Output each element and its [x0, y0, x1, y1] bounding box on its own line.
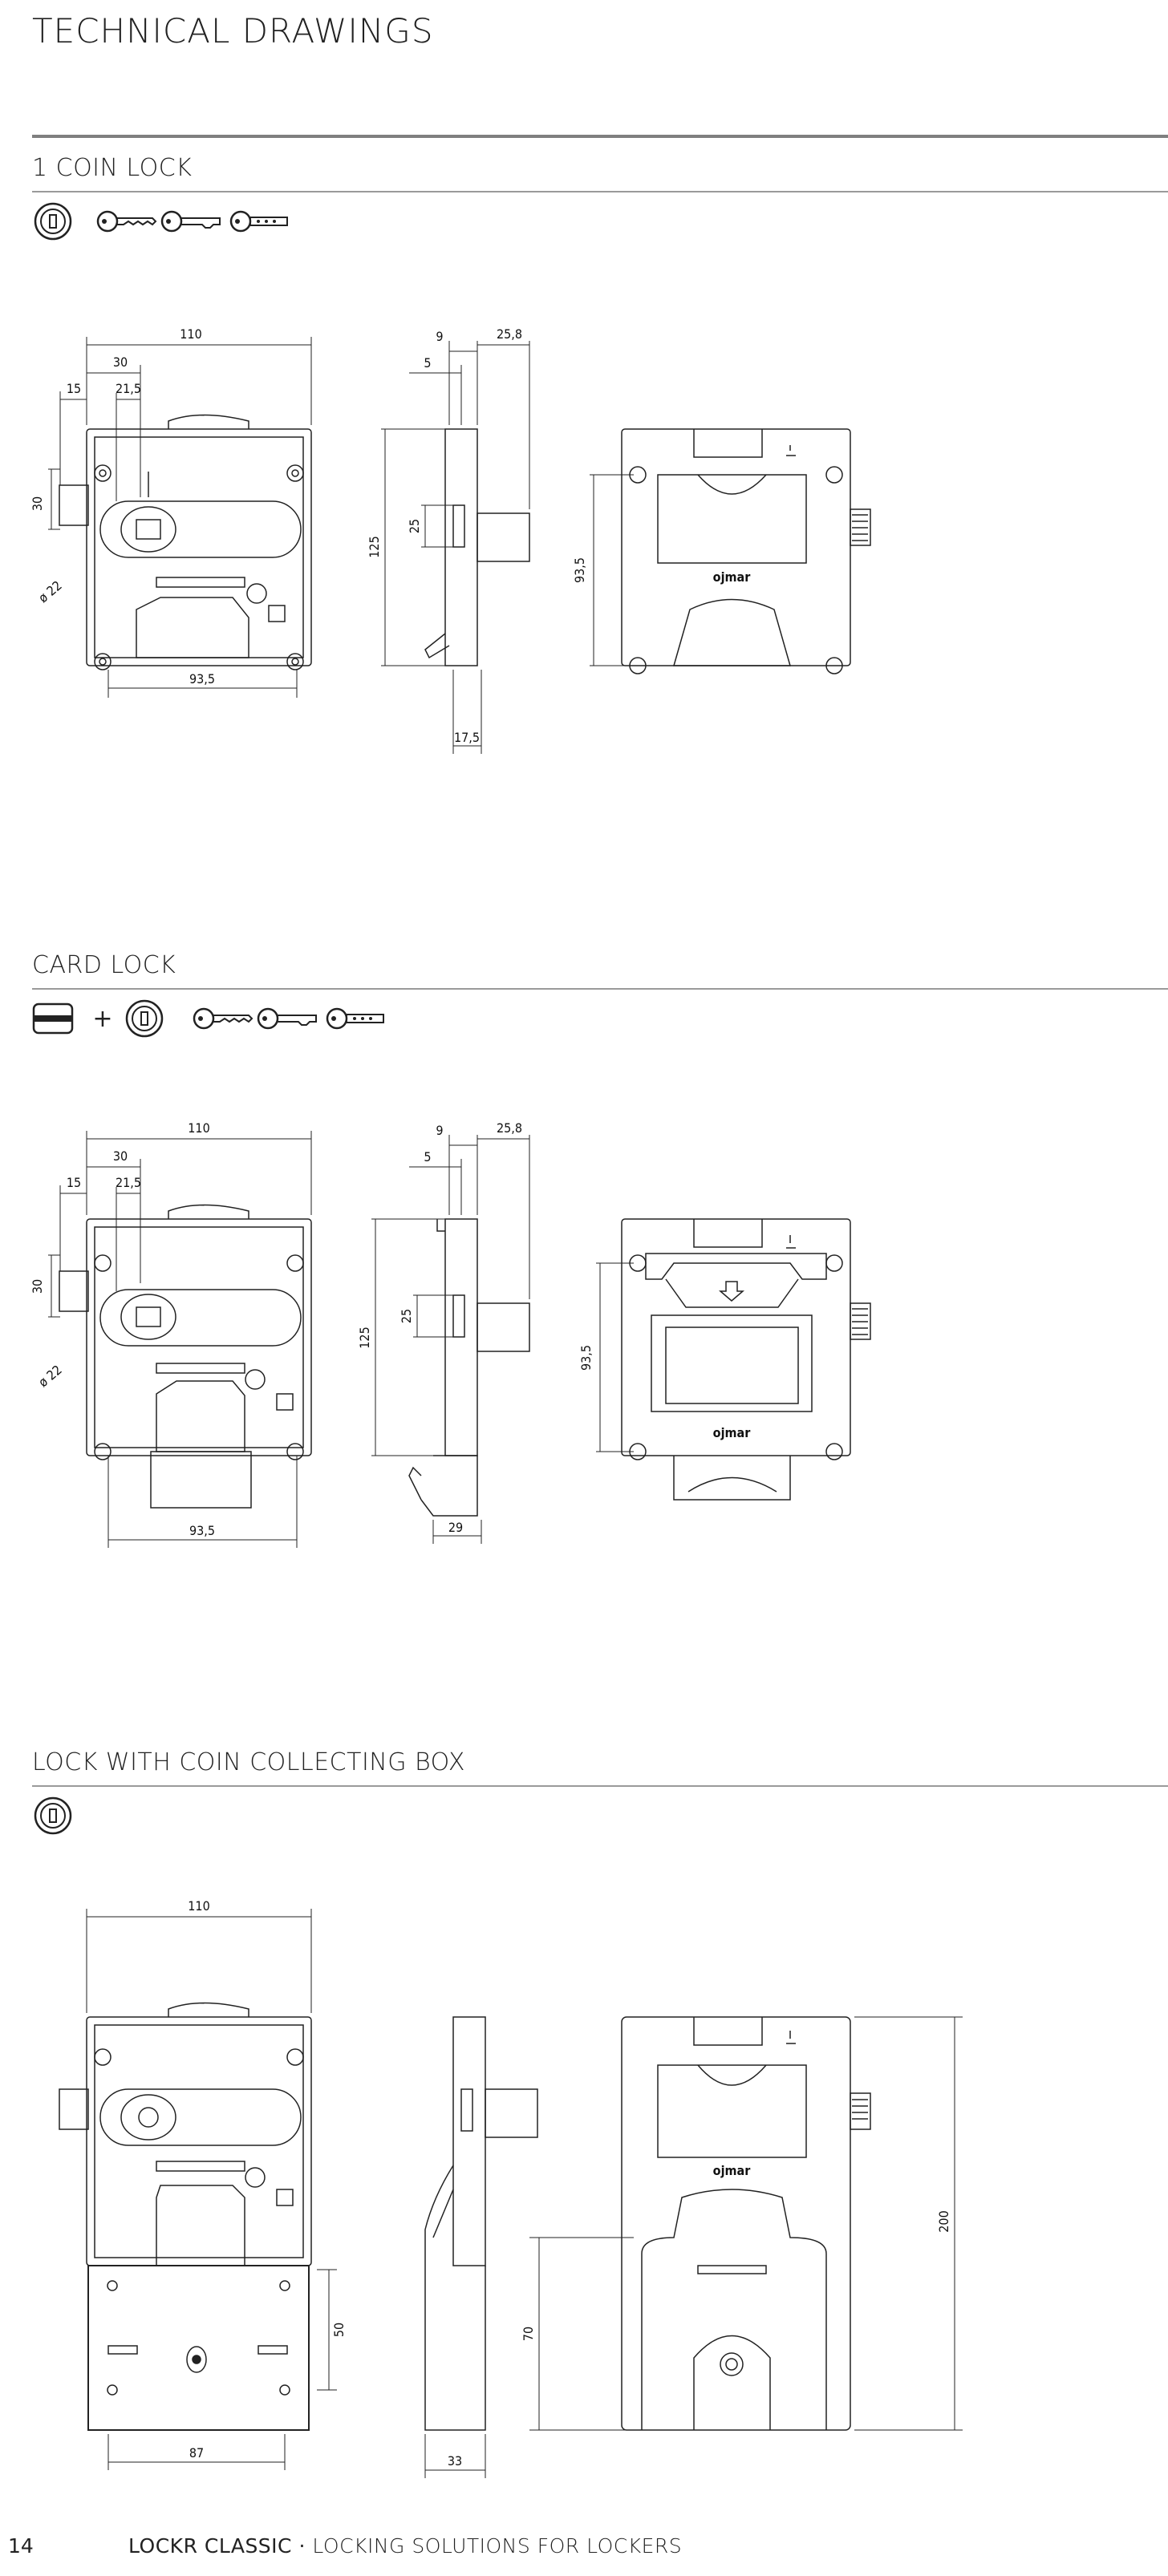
dim-label: 25 — [407, 519, 422, 533]
card-lock-side-view — [408, 1218, 530, 1517]
ojmar-logo: ojmar — [713, 2163, 752, 2178]
master-key-icon — [326, 1007, 384, 1030]
footer-subtitle: LOCKING SOLUTIONS FOR LOCKERS — [312, 2534, 683, 2558]
dim-label: ø 22 — [35, 1362, 64, 1390]
ojmar-logo: ojmar — [713, 1425, 752, 1440]
coin-box-drawings: 110 50 87 33 200 70 ojmar — [59, 1898, 963, 2478]
dim-label: 29 — [448, 1520, 463, 1535]
plus-icon: + — [92, 1005, 112, 1033]
dim-label: 93,5 — [572, 557, 587, 583]
footer-separator: · — [298, 2534, 306, 2558]
dim-label: 110 — [188, 1898, 209, 1914]
dim-label: 25,8 — [497, 326, 522, 342]
footer-text: LOCKR CLASSIC · LOCKING SOLUTIONS FOR LO… — [128, 2534, 682, 2558]
coin-box-rear-view — [621, 2016, 871, 2431]
card-icon — [32, 1002, 74, 1035]
ojmar-logo: ojmar — [713, 569, 752, 585]
dim-label: 110 — [180, 326, 201, 342]
section-title-coin-lock: 1 COIN LOCK — [32, 154, 193, 182]
card-lock-drawings: 110 30 15 21,5 30 ø 22 93,5 125 25 9 5 2… — [30, 1120, 871, 1548]
coin-box-side-view — [424, 2016, 538, 2431]
page-title: TECHNICAL DRAWINGS — [32, 11, 434, 51]
dim-label: 9 — [436, 1123, 443, 1138]
section-divider — [32, 1785, 1168, 1787]
section-icons-card-lock: + — [32, 998, 433, 1041]
dim-label: 33 — [448, 2453, 462, 2469]
dim-label: 125 — [367, 536, 382, 557]
dim-label: 93,5 — [189, 671, 215, 687]
card-lock-rear-view — [621, 1218, 871, 1501]
section-icons-coin-lock — [32, 202, 321, 245]
dim-label: 50 — [331, 2323, 347, 2337]
coin-box-dimension-labels: 110 50 87 33 200 70 ojmar — [188, 1898, 951, 2469]
key-icon — [193, 1007, 253, 1030]
footer-brand: LOCKR CLASSIC — [128, 2534, 293, 2558]
key-icon — [96, 210, 157, 233]
dim-label: 30 — [30, 496, 45, 511]
dim-label: 30 — [113, 354, 128, 370]
dim-label: ø 22 — [35, 577, 64, 606]
dim-label: 87 — [189, 2445, 204, 2461]
coin-lock-rear-view — [621, 428, 871, 674]
dim-label: 15 — [67, 381, 81, 396]
section-divider — [32, 988, 1168, 990]
dim-label: 125 — [357, 1326, 372, 1348]
key-icon — [257, 1007, 317, 1030]
dim-label: 5 — [424, 355, 431, 371]
card-lock-front-view — [59, 1204, 312, 1509]
key-icon — [160, 210, 221, 233]
dim-label: 200 — [936, 2210, 951, 2232]
coin-lock-drawings: 110 30 15 21,5 30 ø 22 93,5 125 25 9 5 2… — [30, 326, 871, 754]
dim-label: 9 — [436, 329, 443, 344]
dim-label: 5 — [424, 1149, 431, 1164]
dim-label: 15 — [67, 1175, 81, 1190]
section-title-coin-box: LOCK WITH COIN COLLECTING BOX — [32, 1748, 465, 1776]
coin-box-front-view — [59, 2002, 312, 2431]
section-title-card-lock: CARD LOCK — [32, 951, 176, 979]
dim-label: 21,5 — [116, 1175, 141, 1190]
section-divider — [32, 191, 1168, 192]
coin-icon — [125, 999, 164, 1038]
dim-label: 17,5 — [454, 730, 480, 745]
coin-lock-dimension-labels: 110 30 15 21,5 30 ø 22 93,5 125 25 9 5 2… — [30, 326, 751, 745]
dim-label: 93,5 — [578, 1345, 594, 1371]
dim-label: 25,8 — [497, 1120, 522, 1136]
dim-label: 30 — [113, 1148, 128, 1164]
dim-label: 25 — [399, 1309, 414, 1323]
master-key-icon — [229, 210, 288, 233]
page-footer: 14 LOCKR CLASSIC · LOCKING SOLUTIONS FOR… — [0, 2534, 1168, 2566]
coin-icon — [34, 202, 72, 241]
coin-lock-side-view — [424, 428, 530, 666]
dim-label: 30 — [30, 1279, 45, 1294]
title-divider — [32, 135, 1168, 138]
page-number: 14 — [8, 2534, 34, 2558]
dim-label: 21,5 — [116, 381, 141, 396]
coin-lock-front-view — [59, 414, 312, 670]
dim-label: 93,5 — [189, 1523, 215, 1538]
dim-label: 70 — [521, 2327, 536, 2341]
dim-label: 110 — [188, 1120, 209, 1136]
section-icons-coin-box — [32, 1795, 80, 1838]
card-lock-dimension-labels: 110 30 15 21,5 30 ø 22 93,5 125 25 9 5 2… — [30, 1120, 751, 1538]
coin-icon — [34, 1796, 72, 1835]
